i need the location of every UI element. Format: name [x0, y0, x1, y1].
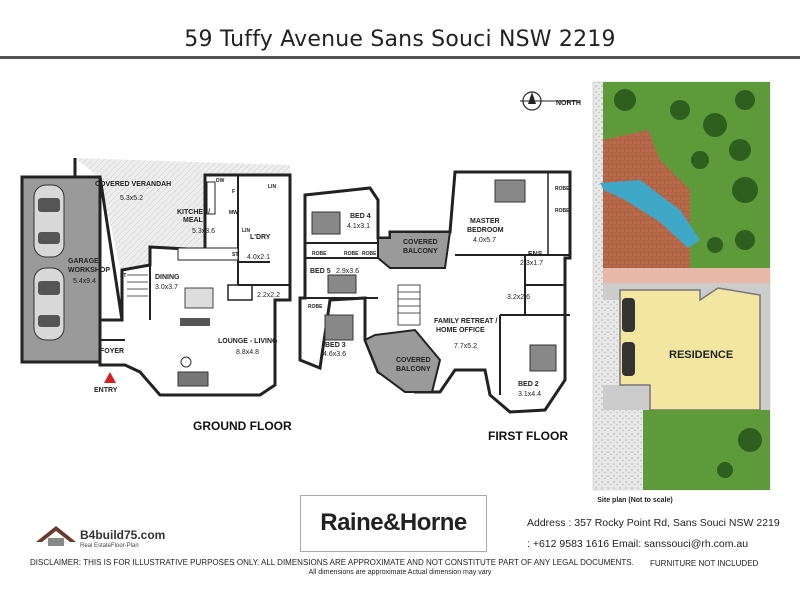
foyer-label: FOYER — [100, 348, 124, 355]
kitchen-label-1: KITCHEN/ — [177, 209, 210, 216]
balcony1-label-2: BALCONY — [403, 248, 438, 255]
car-icon — [622, 298, 635, 332]
car-icon — [33, 267, 65, 341]
dining-label: DINING — [155, 274, 180, 281]
balcony2-label-2: BALCONY — [396, 366, 431, 373]
disclaimer-note: All dimensions are approximate Actual di… — [308, 569, 492, 576]
retreat-label-2: HOME OFFICE — [436, 327, 485, 334]
bed4-label: BED 4 — [350, 213, 371, 220]
first-floor-stairs — [397, 284, 421, 326]
page-title: 59 Tuffy Avenue Sans Souci NSW 2219 — [184, 27, 616, 52]
master-bed — [494, 179, 526, 203]
verandah-label: COVERED VERANDAH — [95, 181, 171, 188]
dining-table — [184, 287, 214, 309]
balcony1-label-1: COVERED — [403, 239, 438, 246]
furniture-note: FURNITURE NOT INCLUDED — [650, 559, 759, 568]
sofa — [177, 371, 209, 387]
entry-arrow-icon — [104, 372, 116, 383]
bed5-label: BED 5 — [310, 268, 331, 275]
ens-dim: 2.3x1.7 — [520, 260, 543, 267]
agency-logo: Raine&Horne — [320, 509, 467, 536]
balcony2-label-1: COVERED — [396, 357, 431, 364]
agency-logo-box — [300, 495, 487, 552]
bed2-label: BED 2 — [518, 381, 539, 388]
residence-label: RESIDENCE — [669, 349, 733, 361]
title-rule — [0, 56, 800, 59]
master-label-1: MASTER — [470, 218, 500, 225]
bath-dim: 2.2x2.2 — [257, 292, 280, 299]
tree-icon — [614, 89, 762, 478]
brand-sub: Real EstateFloor-Plan — [80, 543, 139, 549]
bed3-label: BED 3 — [325, 342, 346, 349]
site-plan — [592, 81, 771, 491]
bed-2-bed — [529, 344, 557, 372]
brand-name: B4build75.com — [80, 528, 166, 542]
car-icon — [33, 184, 65, 258]
robe-tag: ROBE — [344, 251, 359, 257]
lounge-dim: 8.8x4.8 — [236, 349, 259, 356]
retreat-label-1: FAMILY RETREAT / — [434, 318, 497, 325]
house-logo-icon — [36, 526, 76, 546]
site-plan-caption: Site plan (Not to scale) — [597, 497, 673, 504]
dishwasher-tag: DW — [216, 178, 225, 184]
robe-tag: ROBE — [555, 186, 570, 192]
bed-5-bed — [327, 274, 357, 294]
entry-label: ENTRY — [94, 387, 118, 394]
ens-label: ENS — [528, 251, 543, 258]
linen-tag-1: LIN — [242, 228, 250, 234]
agency-address: Address : 357 Rocky Point Rd, Sans Souci… — [527, 517, 780, 529]
retreat-dim: 7.7x5.2 — [454, 343, 477, 350]
robe-tag: ROBE — [312, 251, 327, 257]
fridge-tag: F — [232, 189, 235, 195]
laundry-label: L'DRY — [250, 234, 271, 241]
bed5-dim: 2.9x3.6 — [336, 268, 359, 275]
first-floor-label: FIRST FLOOR — [488, 429, 568, 443]
storage-tag-1: ST — [120, 273, 126, 279]
tv-unit — [180, 318, 210, 326]
pool — [600, 180, 700, 248]
bed-4-bed — [311, 211, 341, 235]
ground-stairs — [127, 274, 148, 297]
covered-balcony-2 — [363, 328, 442, 393]
car-icon — [622, 342, 635, 376]
lounge-label: LOUNGE - LIVING — [218, 338, 278, 345]
bed3-dim: 4.6x3.6 — [323, 351, 346, 358]
disclaimer: DISCLAIMER: THIS IS FOR ILLUSTRATIVE PUR… — [30, 558, 634, 567]
storage-tag-2: ST — [232, 252, 238, 258]
laundry-dim: 4.0x2.1 — [247, 254, 270, 261]
agency-contact: : +612 9583 1616 Email: sanssouci@rh.com… — [527, 538, 749, 550]
ground-floor-plan: COVERED VERANDAH 5.3x5.2 GARAGE/ WORKSHO… — [20, 158, 292, 433]
dining-dim: 3.0x3.7 — [155, 284, 178, 291]
verandah-dim: 5.3x5.2 — [120, 195, 143, 202]
garage-label-2: WORKSHOP — [68, 267, 110, 274]
ground-floor-label: GROUND FLOOR — [193, 419, 292, 433]
microwave-tag: MW — [229, 210, 238, 216]
robe-tag: ROBE — [555, 208, 570, 214]
kitchen-dim: 5.3x3.6 — [192, 228, 215, 235]
bed-3-bed — [324, 314, 354, 341]
garage-label-1: GARAGE/ — [68, 258, 101, 265]
residence-block — [619, 287, 761, 411]
garage-dim: 5.4x9.4 — [73, 278, 96, 285]
master-label-2: BEDROOM — [467, 227, 504, 234]
kitchen-label-2: MEAL — [183, 217, 204, 224]
bath2-dim: 3.2x2.6 — [507, 294, 530, 301]
robe-tag: ROBE — [308, 304, 323, 310]
bed4-dim: 4.1x3.1 — [347, 223, 370, 230]
robe-tag: ROBE — [362, 251, 377, 257]
first-floor-plan: BED 4 4.1x3.1 COVERED BALCONY MASTER BED… — [298, 170, 572, 443]
compass-icon — [520, 91, 580, 111]
compass-label: NORTH — [556, 100, 581, 107]
bed2-dim: 3.1x4.4 — [518, 391, 541, 398]
master-dim: 4.0x5.7 — [473, 237, 496, 244]
linen-tag-2: LIN — [268, 184, 276, 190]
covered-balcony-1 — [377, 231, 452, 269]
